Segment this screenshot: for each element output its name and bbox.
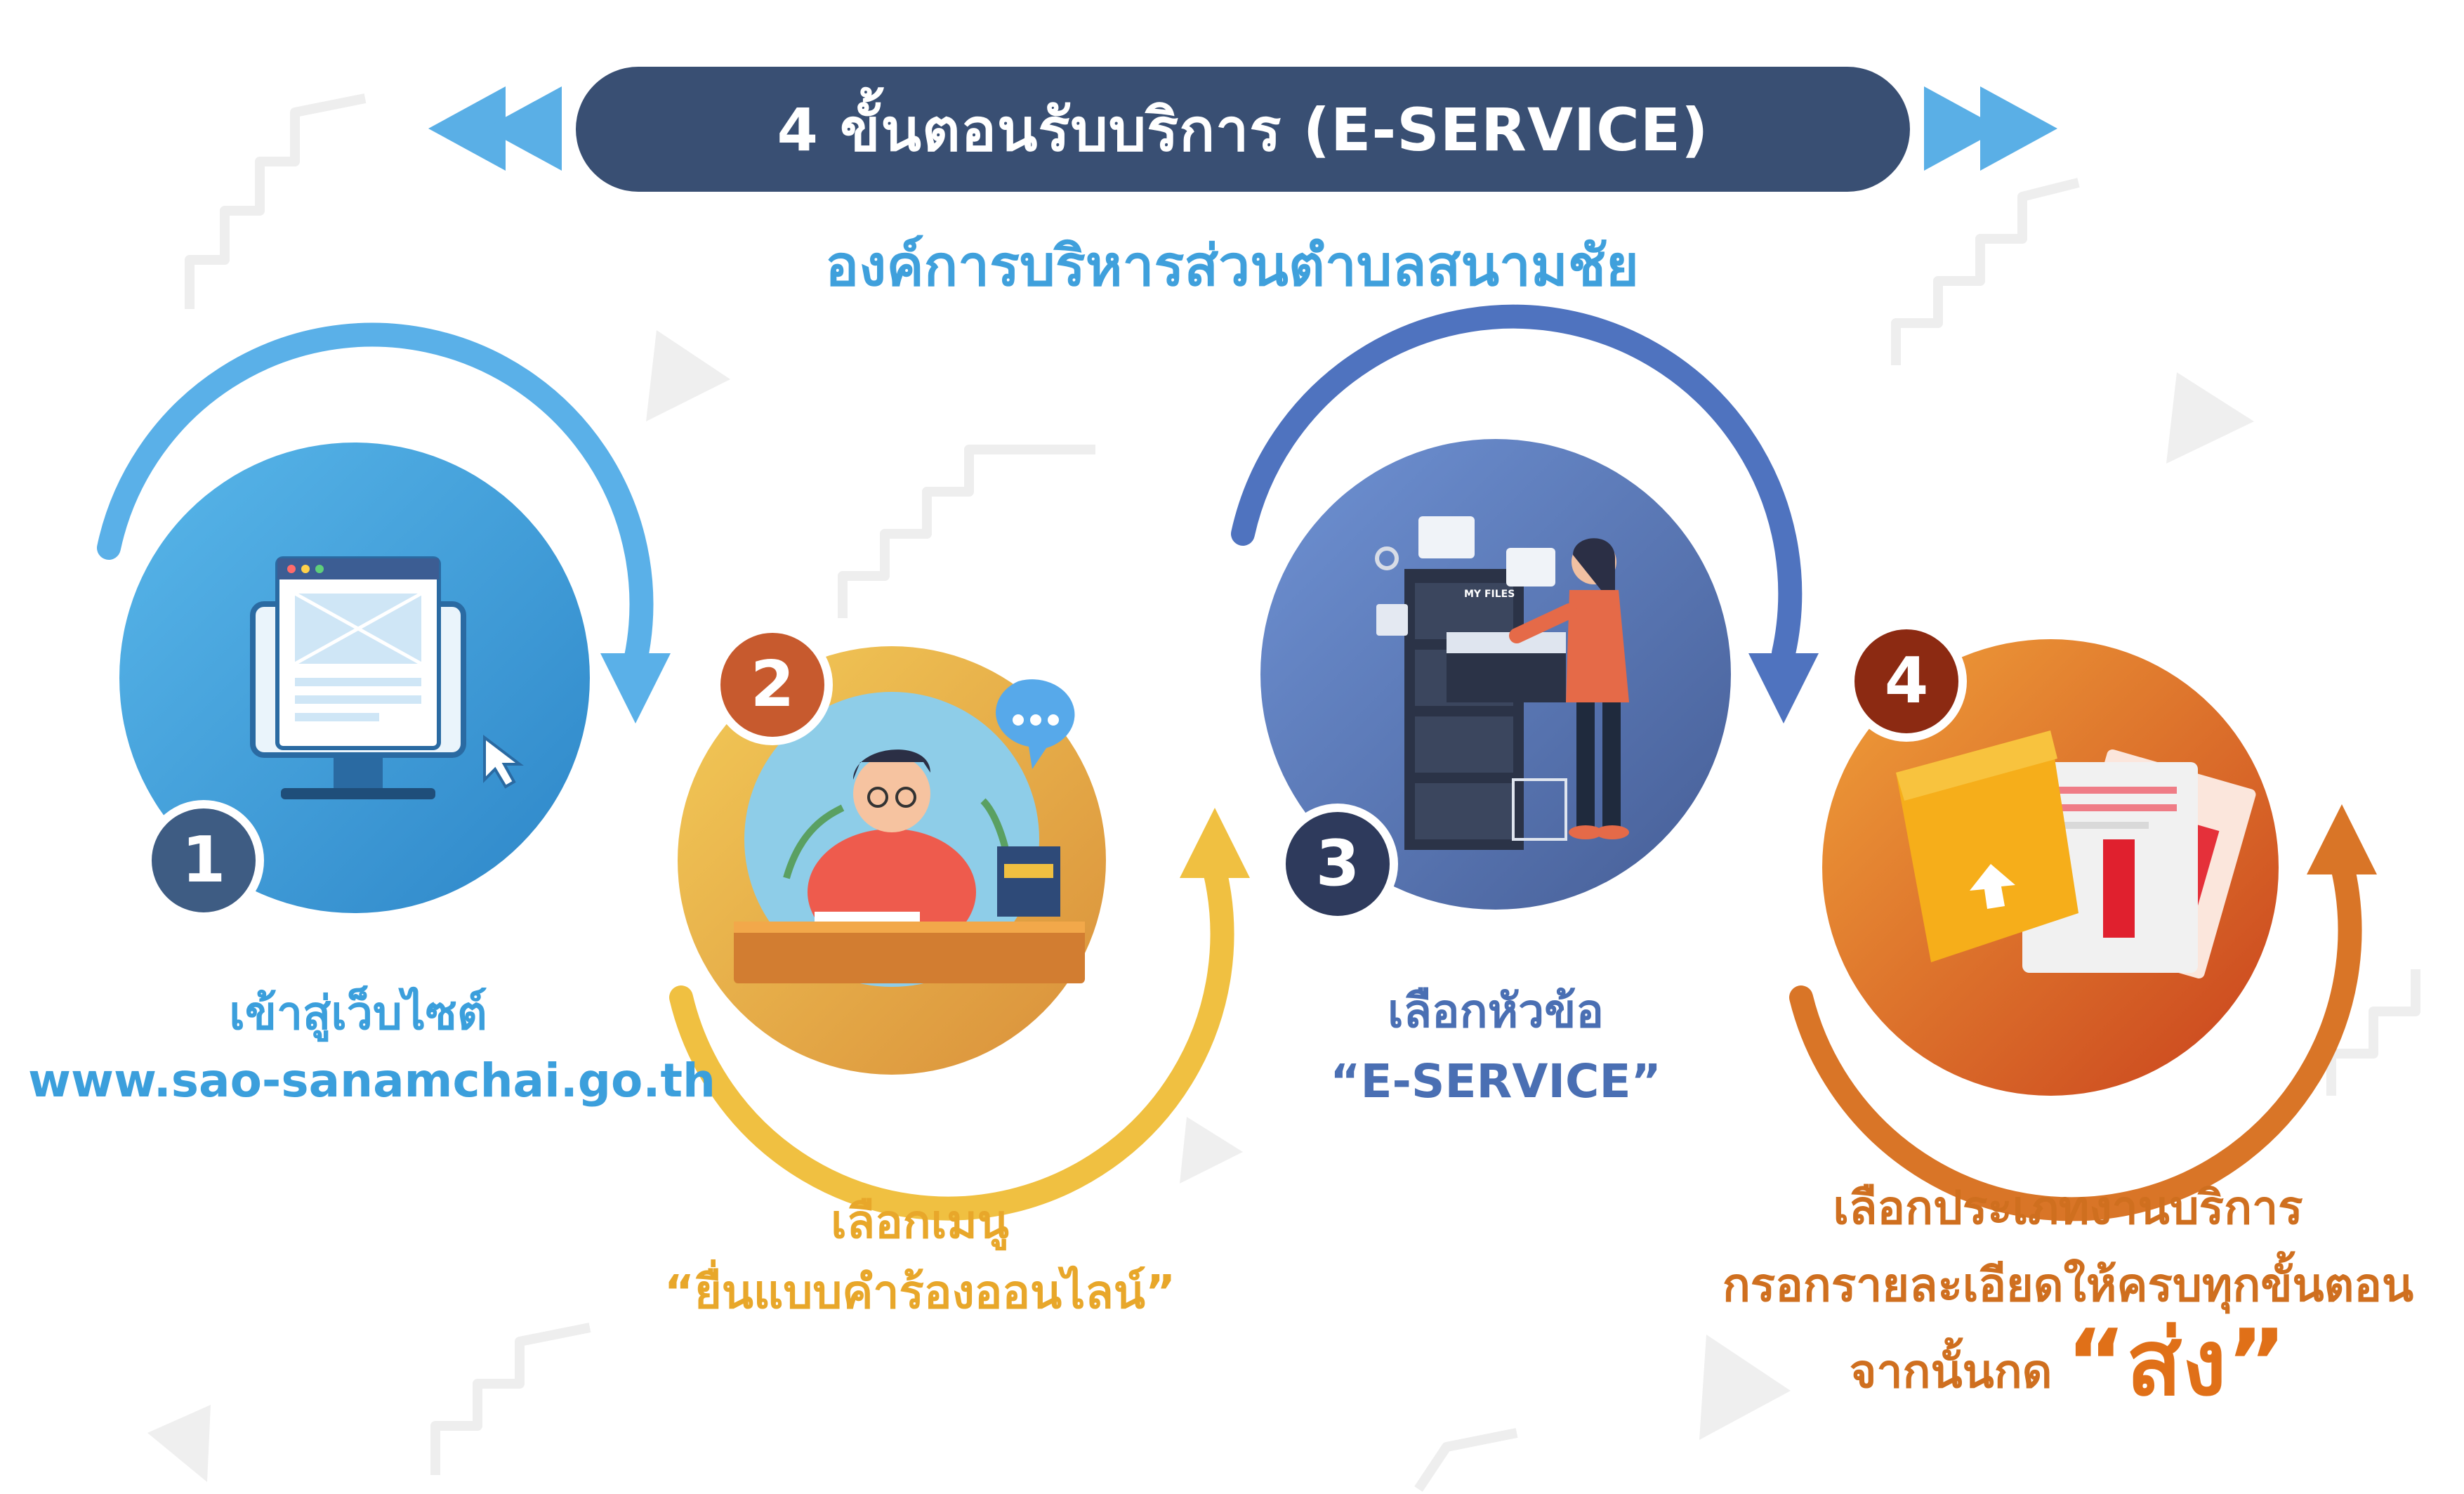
rewind-arrows-icon: [428, 86, 562, 171]
step-4-line-1: เลือกประเภทงานบริการ: [1833, 1181, 2303, 1235]
folder-and-documents-illustration: [1896, 730, 2256, 979]
step-1-group: 1: [97, 322, 671, 921]
background-decoration: [185, 93, 2420, 1492]
step-4-arc-arrow: [1789, 852, 2362, 1221]
step-2-line-1: เลือกเมนู: [831, 1195, 1009, 1249]
title-bar: 4 ขั้นตอนรับบริการ (E-SERVICE): [576, 67, 1910, 192]
page-title: 4 ขั้นตอนรับบริการ (E-SERVICE): [777, 96, 1709, 164]
step-3-arrowhead-icon: [1748, 653, 1819, 723]
step-4-arrowhead-icon: [2307, 804, 2377, 874]
cabinet-label: MY FILES: [1464, 589, 1515, 600]
person-at-desk-illustration: [734, 679, 1085, 987]
step-3-number-badge: [1277, 804, 1398, 924]
step-1-arc-arrow: [97, 322, 654, 672]
step-2-number: 2: [751, 648, 795, 721]
computer-monitor-icon: [250, 556, 524, 799]
step-3-line-2: “E-SERVICE”: [1330, 1054, 1661, 1108]
step-3-group: MY FILES 3: [1231, 304, 1819, 924]
step-4-line-3: จากนั้นกด: [1849, 1344, 2053, 1398]
step-3-arc-arrow: [1231, 304, 1803, 665]
step-2-arc-arrow: [669, 859, 1234, 1221]
step-2-line-2: “ยื่นแบบคำร้องออนไลน์”: [664, 1265, 1176, 1319]
step-4-caption: เลือกประเภทงานบริการ กรอกรายละเอียดให้คร…: [1678, 1169, 2458, 1410]
step-3-caption: เลือกหัวข้อ “E-SERVICE”: [1250, 976, 1741, 1117]
organization-subtitle: องค์การบริหารส่วนตำบลสนามชัย: [825, 233, 1639, 299]
step-2-number-badge: [712, 624, 833, 745]
step-3-number: 3: [1316, 827, 1360, 900]
step-1-caption: เข้าสู่เว็บไซต์ www.sao-sanamchai.go.th: [28, 980, 716, 1115]
step-4-number-badge: [1846, 621, 1967, 742]
step-2-arrowhead-icon: [1180, 808, 1250, 878]
step-2-group: 2: [669, 624, 1250, 1221]
step-3-line-1: เลือกหัวข้อ: [1388, 984, 1604, 1038]
cursor-icon: [483, 734, 524, 789]
fast-forward-arrows-icon: [1924, 86, 2057, 171]
step-4-line-2: กรอกรายละเอียดให้ครบทุกขั้นตอน: [1722, 1258, 2414, 1312]
step-4-line-3-row: จากนั้นกด“ส่ง”: [1678, 1317, 2458, 1410]
filing-cabinet-illustration: MY FILES: [1375, 516, 1629, 850]
step-1-arrowhead-icon: [600, 653, 671, 723]
gear-icon: [1375, 546, 1399, 570]
step-4-group: 4: [1789, 621, 2377, 1221]
step-4-send-emphasis: “ส่ง”: [2066, 1309, 2287, 1416]
step-1-line-1: เข้าสู่เว็บไซต์: [229, 986, 487, 1040]
step-1-website: www.sao-sanamchai.go.th: [28, 1054, 716, 1108]
background-triangles: [147, 330, 2254, 1482]
step-1-number: 1: [182, 823, 226, 897]
step-1-number-badge: [143, 800, 264, 921]
step-4-number: 4: [1885, 644, 1929, 718]
step-2-caption: เลือกเมนู “ยื่นแบบคำร้องออนไลน์”: [625, 1187, 1215, 1328]
upload-arrow-icon: [1970, 864, 2015, 909]
